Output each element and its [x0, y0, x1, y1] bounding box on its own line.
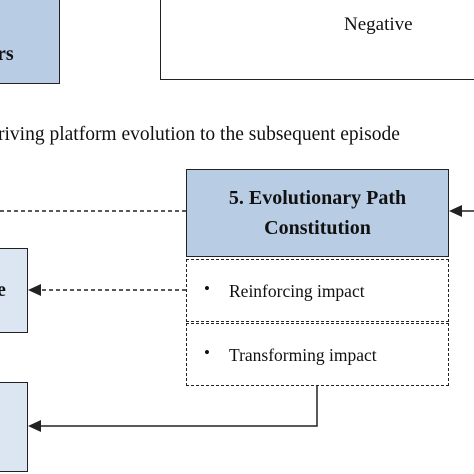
top-right-box-label: Negative — [344, 14, 413, 35]
step5-title-line2: Constitution — [264, 217, 371, 239]
solid-connector-transforming — [40, 386, 318, 427]
bottom-left-box — [0, 382, 28, 472]
top-left-box-label: rs — [0, 43, 14, 65]
top-right-box: Negative — [160, 0, 474, 80]
reinforcing-impact-box: • Reinforcing impact — [186, 259, 449, 322]
mid-left-box: e — [0, 248, 28, 333]
bullet-icon: • — [204, 279, 210, 298]
step5-title-line1: 5. Evolutionary Path — [228, 187, 407, 209]
arrowhead-icon — [449, 205, 462, 217]
mid-left-box-label: e — [0, 279, 6, 301]
transforming-impact-label: Transforming impact — [229, 345, 377, 365]
transforming-impact-box: • Transforming impact — [186, 323, 449, 386]
arrowhead-icon — [28, 420, 41, 432]
top-left-box: rs — [0, 0, 60, 84]
reinforcing-impact-label: Reinforcing impact — [229, 281, 365, 301]
bullet-icon: • — [204, 343, 210, 362]
arrowhead-icon — [28, 284, 41, 296]
step5-title-box: 5. Evolutionary Path Constitution — [186, 169, 449, 257]
caption-text: riving platform evolution to the subsequ… — [0, 124, 400, 145]
